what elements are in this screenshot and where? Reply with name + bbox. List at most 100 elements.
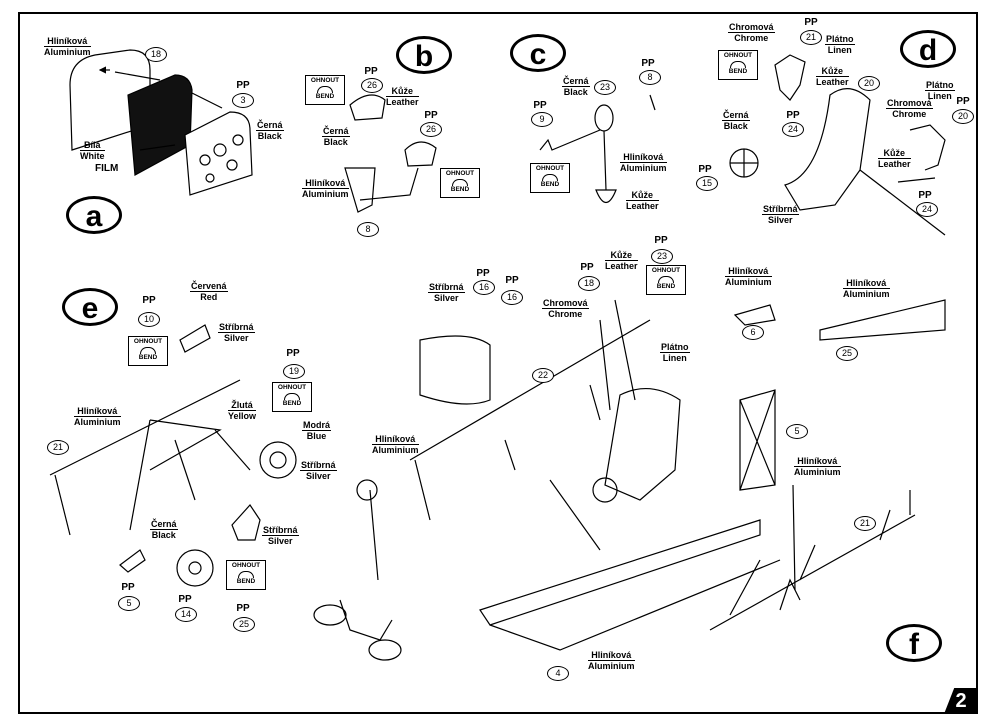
pp-mark: PP [505, 275, 519, 286]
pp-mark: PP [424, 110, 438, 121]
step-d-badge: d [900, 30, 956, 68]
page-frame [18, 12, 978, 714]
rudder-pedals-b [344, 167, 419, 213]
rear-frame-f [819, 299, 946, 341]
step-e-badge: e [62, 288, 118, 326]
pp-mark: PP [286, 348, 300, 359]
pp-mark: PP [142, 295, 156, 306]
part-number: 4 [547, 666, 569, 681]
part-number: 8 [357, 222, 379, 237]
part-number: 14 [175, 607, 197, 622]
pp-mark: PP [654, 235, 668, 246]
part-number: 8 [639, 70, 661, 85]
wheel-e [176, 549, 214, 587]
part-number: 23 [651, 249, 673, 264]
part-number: 20 [858, 76, 880, 91]
part-number: 20 [952, 109, 974, 124]
pp-mark: PP [236, 80, 250, 91]
part-number: 25 [836, 346, 858, 361]
part-number: 21 [47, 440, 69, 455]
step-c-badge: c [510, 34, 566, 72]
part-number: 15 [696, 176, 718, 191]
frame-e [49, 379, 251, 536]
part-number: 23 [594, 80, 616, 95]
part-number: 24 [782, 122, 804, 137]
part-number: 9 [531, 112, 553, 127]
part-number: 18 [578, 276, 600, 291]
panel-front-shape [184, 111, 253, 196]
control-stick-c [595, 130, 617, 204]
step-f-badge: f [886, 624, 942, 662]
part-number: 16 [473, 280, 495, 295]
wheel-f [592, 477, 618, 503]
part-number: 5 [786, 424, 808, 439]
part-number: 19 [283, 364, 305, 379]
step-a-badge: a [66, 196, 122, 234]
part-number: 6 [742, 325, 764, 340]
pp-mark: PP [956, 96, 970, 107]
pp-mark: PP [786, 110, 800, 121]
seat-pad-b2 [404, 141, 437, 167]
pedal-e [231, 504, 261, 541]
pp-mark: PP [121, 582, 135, 593]
rear-frame-f2 [709, 509, 916, 631]
pp-mark: PP [804, 17, 818, 28]
part-number: 5 [118, 596, 140, 611]
film-label: FILM [95, 163, 119, 174]
part-number: 3 [232, 93, 254, 108]
part-number: 25 [233, 617, 255, 632]
floor-frame-f [479, 519, 761, 626]
pp-mark: PP [178, 594, 192, 605]
seat-pad-b1 [349, 94, 386, 121]
part-number: 26 [420, 122, 442, 137]
seat-d [784, 88, 871, 211]
throttle-e [179, 324, 211, 353]
pp-mark: PP [533, 100, 547, 111]
part-number: 18 [145, 47, 167, 62]
part-number: 10 [138, 312, 160, 327]
part-number: 26 [361, 78, 383, 93]
pp-mark: PP [641, 58, 655, 69]
pp-mark: PP [698, 164, 712, 175]
belt-d2 [909, 124, 946, 171]
part-number: 21 [800, 30, 822, 45]
pp-mark: PP [476, 268, 490, 279]
part-number: 24 [916, 202, 938, 217]
part-number: 16 [501, 290, 523, 305]
seat-f [604, 387, 681, 501]
frame-f1 [409, 319, 651, 521]
